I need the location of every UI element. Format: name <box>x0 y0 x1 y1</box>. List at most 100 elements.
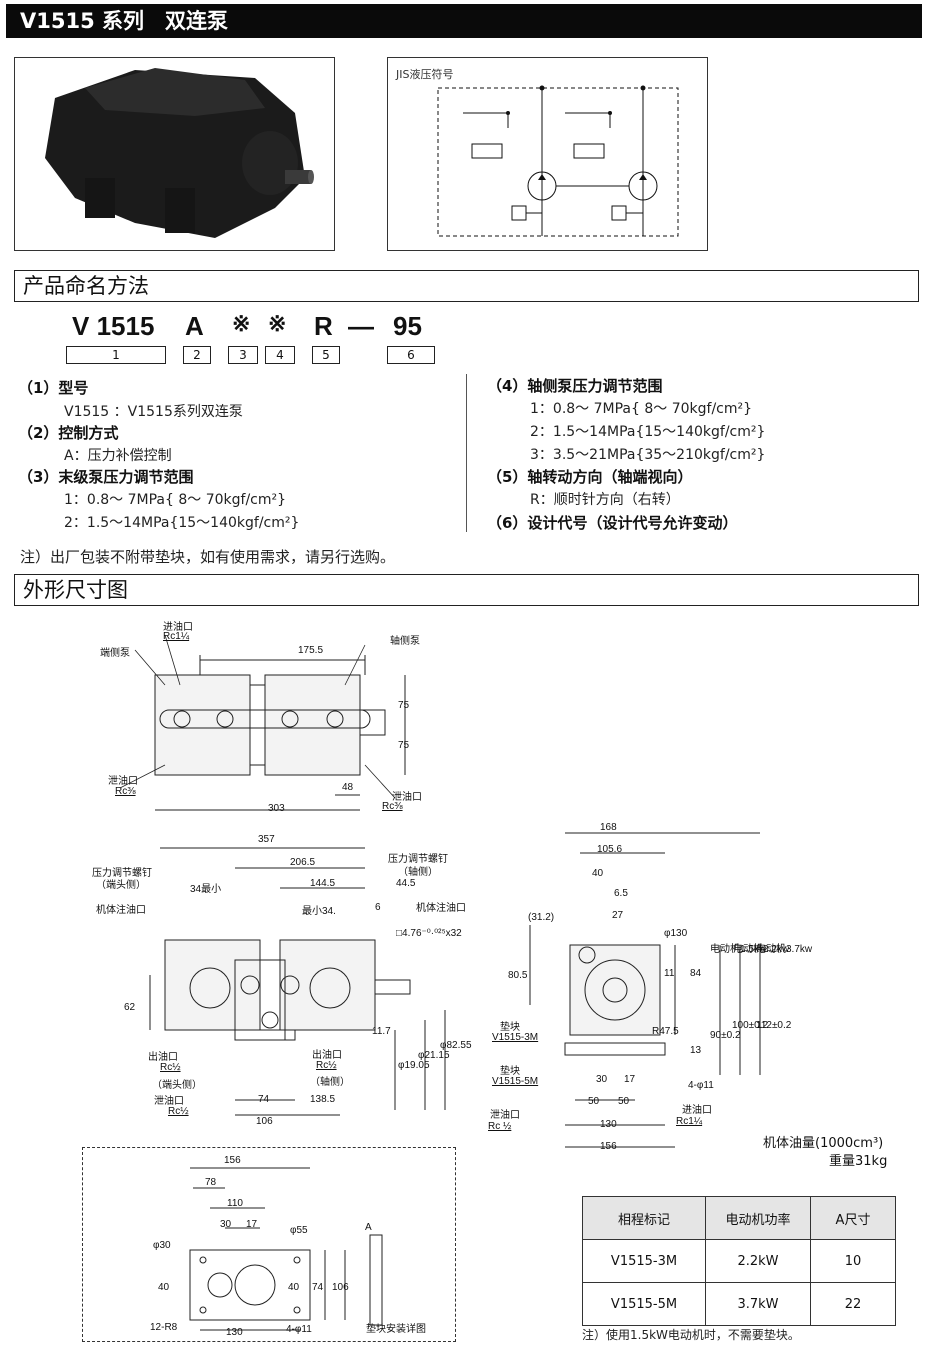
sv-d27: 27 <box>612 910 624 921</box>
sv-d17: 17 <box>624 1074 636 1085</box>
sv-d130: 130 <box>600 1119 617 1130</box>
fv-outlet-shaft-sub: （轴侧） <box>310 1077 350 1088</box>
sv-d90: 90±0.2 <box>710 1030 741 1041</box>
item-4-line-1: 1：0.8～ 7MPa{ 8～ 70kgf/cm²} <box>530 401 753 417</box>
sv-d40: 40 <box>592 868 604 879</box>
fv-outlet-end-size: Rc½ <box>160 1062 181 1073</box>
table-header: A尺寸 <box>810 1196 896 1240</box>
sv-d84: 84 <box>690 968 702 979</box>
item-1-line: V1515 ：V1515系列双连泵 <box>64 404 243 420</box>
oil-volume: 机体油量(1000cm³) <box>763 1136 884 1151</box>
fv-drain: 泄油口 <box>154 1096 184 1107</box>
fv-d74: 74 <box>258 1094 270 1105</box>
pad-detail-drawing <box>189 1167 383 1331</box>
fv-adj-end-sub: （端头侧） <box>96 880 146 891</box>
code-box-3: 3 <box>228 346 258 364</box>
item-2-head: （2）控制方式 <box>18 424 119 442</box>
table-header-row: 相程标记 电动机功率 A尺寸 <box>582 1196 896 1240</box>
fv-d11-7: 11.7 <box>372 1026 391 1037</box>
pump-photo <box>15 58 334 250</box>
pd-caption: 垫块安装详图 <box>366 1324 426 1335</box>
pd-d74: 74 <box>312 1282 324 1293</box>
sv-motor15: 电动机1.5kw <box>710 944 767 955</box>
item-6-head: （6）设计代号（设计代号允许变动） <box>487 514 738 532</box>
fv-outlet-shaft-size: Rc½ <box>316 1060 337 1071</box>
item-3-head: （3）末级泵压力调节范围 <box>18 468 194 486</box>
sv-pad2: 垫块 <box>500 1066 520 1077</box>
table-row: V1515-5M 3.7kW 22 <box>582 1282 896 1326</box>
jis-label: JIS液压符号 <box>396 68 454 81</box>
weight: 重量31kg <box>829 1154 888 1169</box>
pd-d130: 130 <box>226 1327 243 1338</box>
page-title: V1515 系列 双连泵 <box>6 4 922 38</box>
fv-key: □4.76⁻⁰·⁰²⁵x32 <box>396 928 462 939</box>
item-3-line-2: 2：1.5～14MPa{15～140kgf/cm²} <box>64 515 300 531</box>
fv-outlet-shaft: 出油口 <box>312 1050 342 1061</box>
fv-phi21: φ21.15 <box>418 1050 450 1061</box>
item-4-line-3: 3：3.5～21MPa{35～210kgf/cm²} <box>530 447 766 463</box>
sv-d112: 112±0.2 <box>756 1020 792 1031</box>
sv-inlet: 进油口 <box>682 1105 712 1116</box>
sv-d100: 100±0.2 <box>732 1020 769 1031</box>
pd-d40a: 40 <box>158 1282 170 1293</box>
table-cell: 3.7kW <box>705 1282 811 1326</box>
pd-d40b: 40 <box>288 1282 300 1293</box>
code-end-pressure: ※ <box>232 311 251 336</box>
code-box-1: 1 <box>66 346 166 364</box>
jis-symbol-frame <box>387 57 708 251</box>
spec-table: 相程标记 电动机功率 A尺寸 V1515-3M 2.2kW 10 V1515-5… <box>582 1196 896 1326</box>
table-row: V1515-3M 2.2kW 10 <box>582 1239 896 1283</box>
sv-d50a: 50 <box>588 1096 600 1107</box>
fv-adj-end: 压力调节螺钉 <box>92 868 152 879</box>
jis-hydraulic-symbol <box>437 85 679 237</box>
sv-d105: 105.6 <box>597 844 623 855</box>
sv-d6-5: 6.5 <box>614 888 628 899</box>
tv-drain-size: Rc⅜ <box>115 786 136 797</box>
table-cell: 10 <box>810 1239 896 1283</box>
tv-shaft-pump: 轴侧泵 <box>390 636 420 647</box>
sv-d31: (31.2) <box>528 912 555 923</box>
fv-d6: 6 <box>375 902 381 913</box>
item-3-line-1: 1：0.8～ 7MPa{ 8～ 70kgf/cm²} <box>64 492 287 508</box>
code-rotation: R <box>314 311 333 341</box>
table-cell: V1515-3M <box>582 1239 706 1283</box>
table-header: 相程标记 <box>582 1196 706 1240</box>
sv-drain-size: Rc ½ <box>488 1121 512 1132</box>
tv-d175: 175.5 <box>298 645 324 656</box>
column-divider <box>466 374 467 532</box>
item-5-head: （5）轴转动方向（轴端视向） <box>487 468 693 486</box>
fv-adj-shaft-sub: （轴侧） <box>398 867 438 878</box>
fv-fill-port2: 机体注油口 <box>416 903 466 914</box>
pd-d78: 78 <box>205 1177 217 1188</box>
sv-pad3: V1515-3M <box>492 1032 539 1043</box>
sv-d168: 168 <box>600 822 617 833</box>
tv-drain2: 泄油口 <box>392 792 422 803</box>
dimension-section-title: 外形尺寸图 <box>14 574 919 606</box>
sv-inlet-size: Rc1¼ <box>676 1116 703 1127</box>
sv-r47: R47.5 <box>652 1026 679 1037</box>
sv-d156: 156 <box>600 1141 617 1152</box>
sv-d50b: 50 <box>618 1096 630 1107</box>
fv-fill-port: 机体注油口 <box>96 905 146 916</box>
tv-inlet-size: Rc1¼ <box>163 631 190 642</box>
tv-drain: 泄油口 <box>108 776 138 787</box>
pd-phi55: φ55 <box>290 1225 308 1236</box>
code-control: A <box>185 311 204 341</box>
item-2-line: A：压力补偿控制 <box>64 448 172 464</box>
fv-d106: 106 <box>256 1116 273 1127</box>
fv-d44: 44.5 <box>396 878 416 889</box>
code-box-6: 6 <box>387 346 435 364</box>
tv-d75b: 75 <box>398 740 410 751</box>
fv-drain-size: Rc½ <box>168 1106 189 1117</box>
item-4-head: （4）轴侧泵压力调节范围 <box>487 377 663 395</box>
table-cell: 22 <box>810 1282 896 1326</box>
table-note: 注）使用1.5kW电动机时，不需要垫块。 <box>582 1328 800 1342</box>
pad-detail-frame <box>82 1147 456 1342</box>
code-box-4: 4 <box>265 346 295 364</box>
pd-d156: 156 <box>224 1155 241 1166</box>
sv-hole: 4-φ11 <box>688 1080 714 1091</box>
tv-inlet: 进油口 <box>163 622 193 633</box>
sv-d11: 11 <box>664 968 675 979</box>
sv-d30: 30 <box>596 1074 608 1085</box>
item-1-head: （1）型号 <box>18 379 89 397</box>
